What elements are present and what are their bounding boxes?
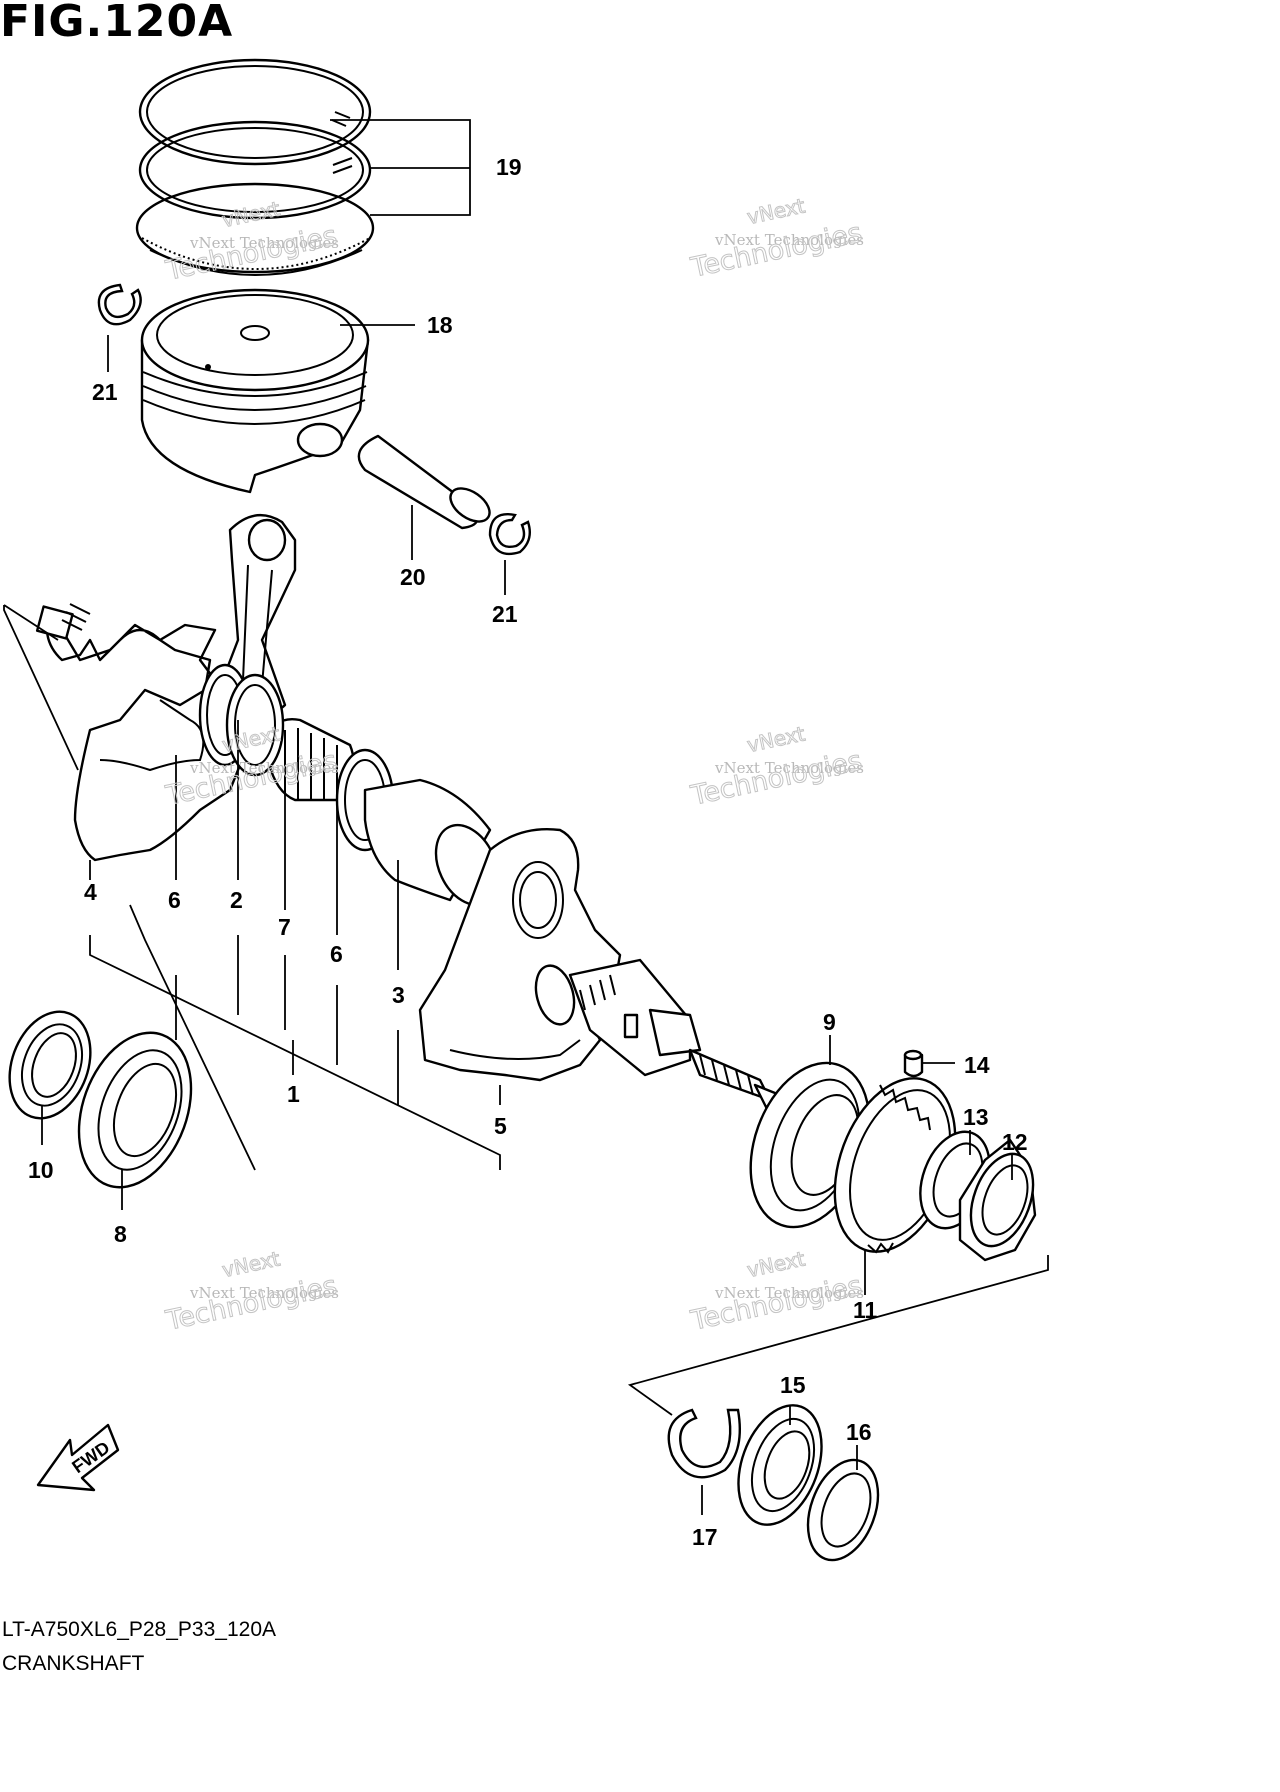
callout-4: 4	[84, 879, 97, 905]
bearing-15	[737, 1404, 823, 1526]
svg-text:vNext Technologies: vNext Technologies	[189, 234, 339, 252]
callout-9: 9	[823, 1009, 836, 1035]
callout-10: 10	[28, 1157, 54, 1183]
callout-7: 7	[278, 914, 291, 940]
circlip-left	[97, 283, 142, 326]
callout-19: 19	[496, 154, 522, 180]
model-code: LT-A750XL6_P28_P33_120A	[2, 1618, 277, 1641]
leader-lines	[3, 119, 1049, 1515]
callout-14: 14	[964, 1052, 990, 1078]
callout-5: 5	[494, 1113, 507, 1139]
oil-seal-10	[8, 1010, 92, 1120]
callout-16: 16	[846, 1419, 872, 1445]
piston	[140, 288, 370, 494]
watermark-4: vNext Technologies Technologies vNext	[687, 721, 865, 812]
callout-12: 12	[1002, 1129, 1028, 1155]
assembly-name: CRANKSHAFT	[2, 1652, 145, 1675]
crankshaft-left-half	[35, 603, 252, 862]
svg-text:vNext Technologies: vNext Technologies	[714, 1284, 864, 1302]
svg-text:vNext Technologies: vNext Technologies	[714, 231, 864, 249]
watermark-5: vNext Technologies Technologies vNext	[162, 1246, 340, 1337]
nut-12	[958, 1138, 1037, 1262]
figure-title: FIG.120A	[0, 0, 234, 47]
callout-17: 17	[692, 1524, 718, 1550]
callout-6-right: 6	[330, 941, 343, 967]
bearing-8	[77, 1031, 193, 1189]
watermark-2: vNext Technologies Technologies vNext	[687, 193, 865, 284]
callout-21-left: 21	[92, 379, 118, 405]
crankshaft-right-half	[418, 828, 792, 1117]
svg-text:vNext Technologies: vNext Technologies	[189, 1284, 339, 1302]
svg-text:vNext: vNext	[745, 193, 807, 229]
circlip-17	[667, 1408, 741, 1479]
callout-13: 13	[963, 1104, 989, 1130]
svg-text:vNext Technologies: vNext Technologies	[189, 759, 339, 777]
callout-11: 11	[853, 1297, 878, 1323]
pin-14	[903, 1049, 924, 1078]
svg-text:vNext: vNext	[745, 1246, 807, 1282]
callout-numbers: 19 18 21 20 21 4 6 2 7 6 3 1 5 10 8 9 14…	[28, 154, 1028, 1550]
callout-6-left: 6	[168, 887, 181, 913]
callout-1: 1	[287, 1081, 300, 1107]
svg-text:vNext: vNext	[745, 721, 807, 757]
svg-text:vNext: vNext	[220, 1246, 282, 1282]
callout-3: 3	[392, 982, 405, 1008]
piston-pin	[357, 434, 491, 530]
svg-text:vNext: vNext	[220, 196, 282, 232]
watermark-6: vNext Technologies Technologies vNext	[687, 1246, 865, 1337]
svg-text:Technologies: Technologies	[163, 220, 340, 287]
crank-pin	[363, 778, 500, 907]
svg-text:Technologies: Technologies	[163, 1270, 340, 1337]
oil-seal-16	[806, 1458, 880, 1562]
piston-rings	[135, 58, 375, 276]
forward-direction-arrow: FWD	[36, 1423, 120, 1492]
callout-18: 18	[427, 312, 453, 338]
callout-20: 20	[400, 564, 426, 590]
circlip-right	[488, 513, 531, 556]
callout-21-right: 21	[492, 601, 518, 627]
svg-text:Technologies: Technologies	[688, 217, 865, 284]
svg-text:vNext Technologies: vNext Technologies	[714, 759, 864, 777]
callout-2: 2	[230, 887, 243, 913]
callout-15: 15	[780, 1372, 806, 1398]
callout-8: 8	[114, 1221, 127, 1247]
svg-text:Technologies: Technologies	[688, 745, 865, 812]
